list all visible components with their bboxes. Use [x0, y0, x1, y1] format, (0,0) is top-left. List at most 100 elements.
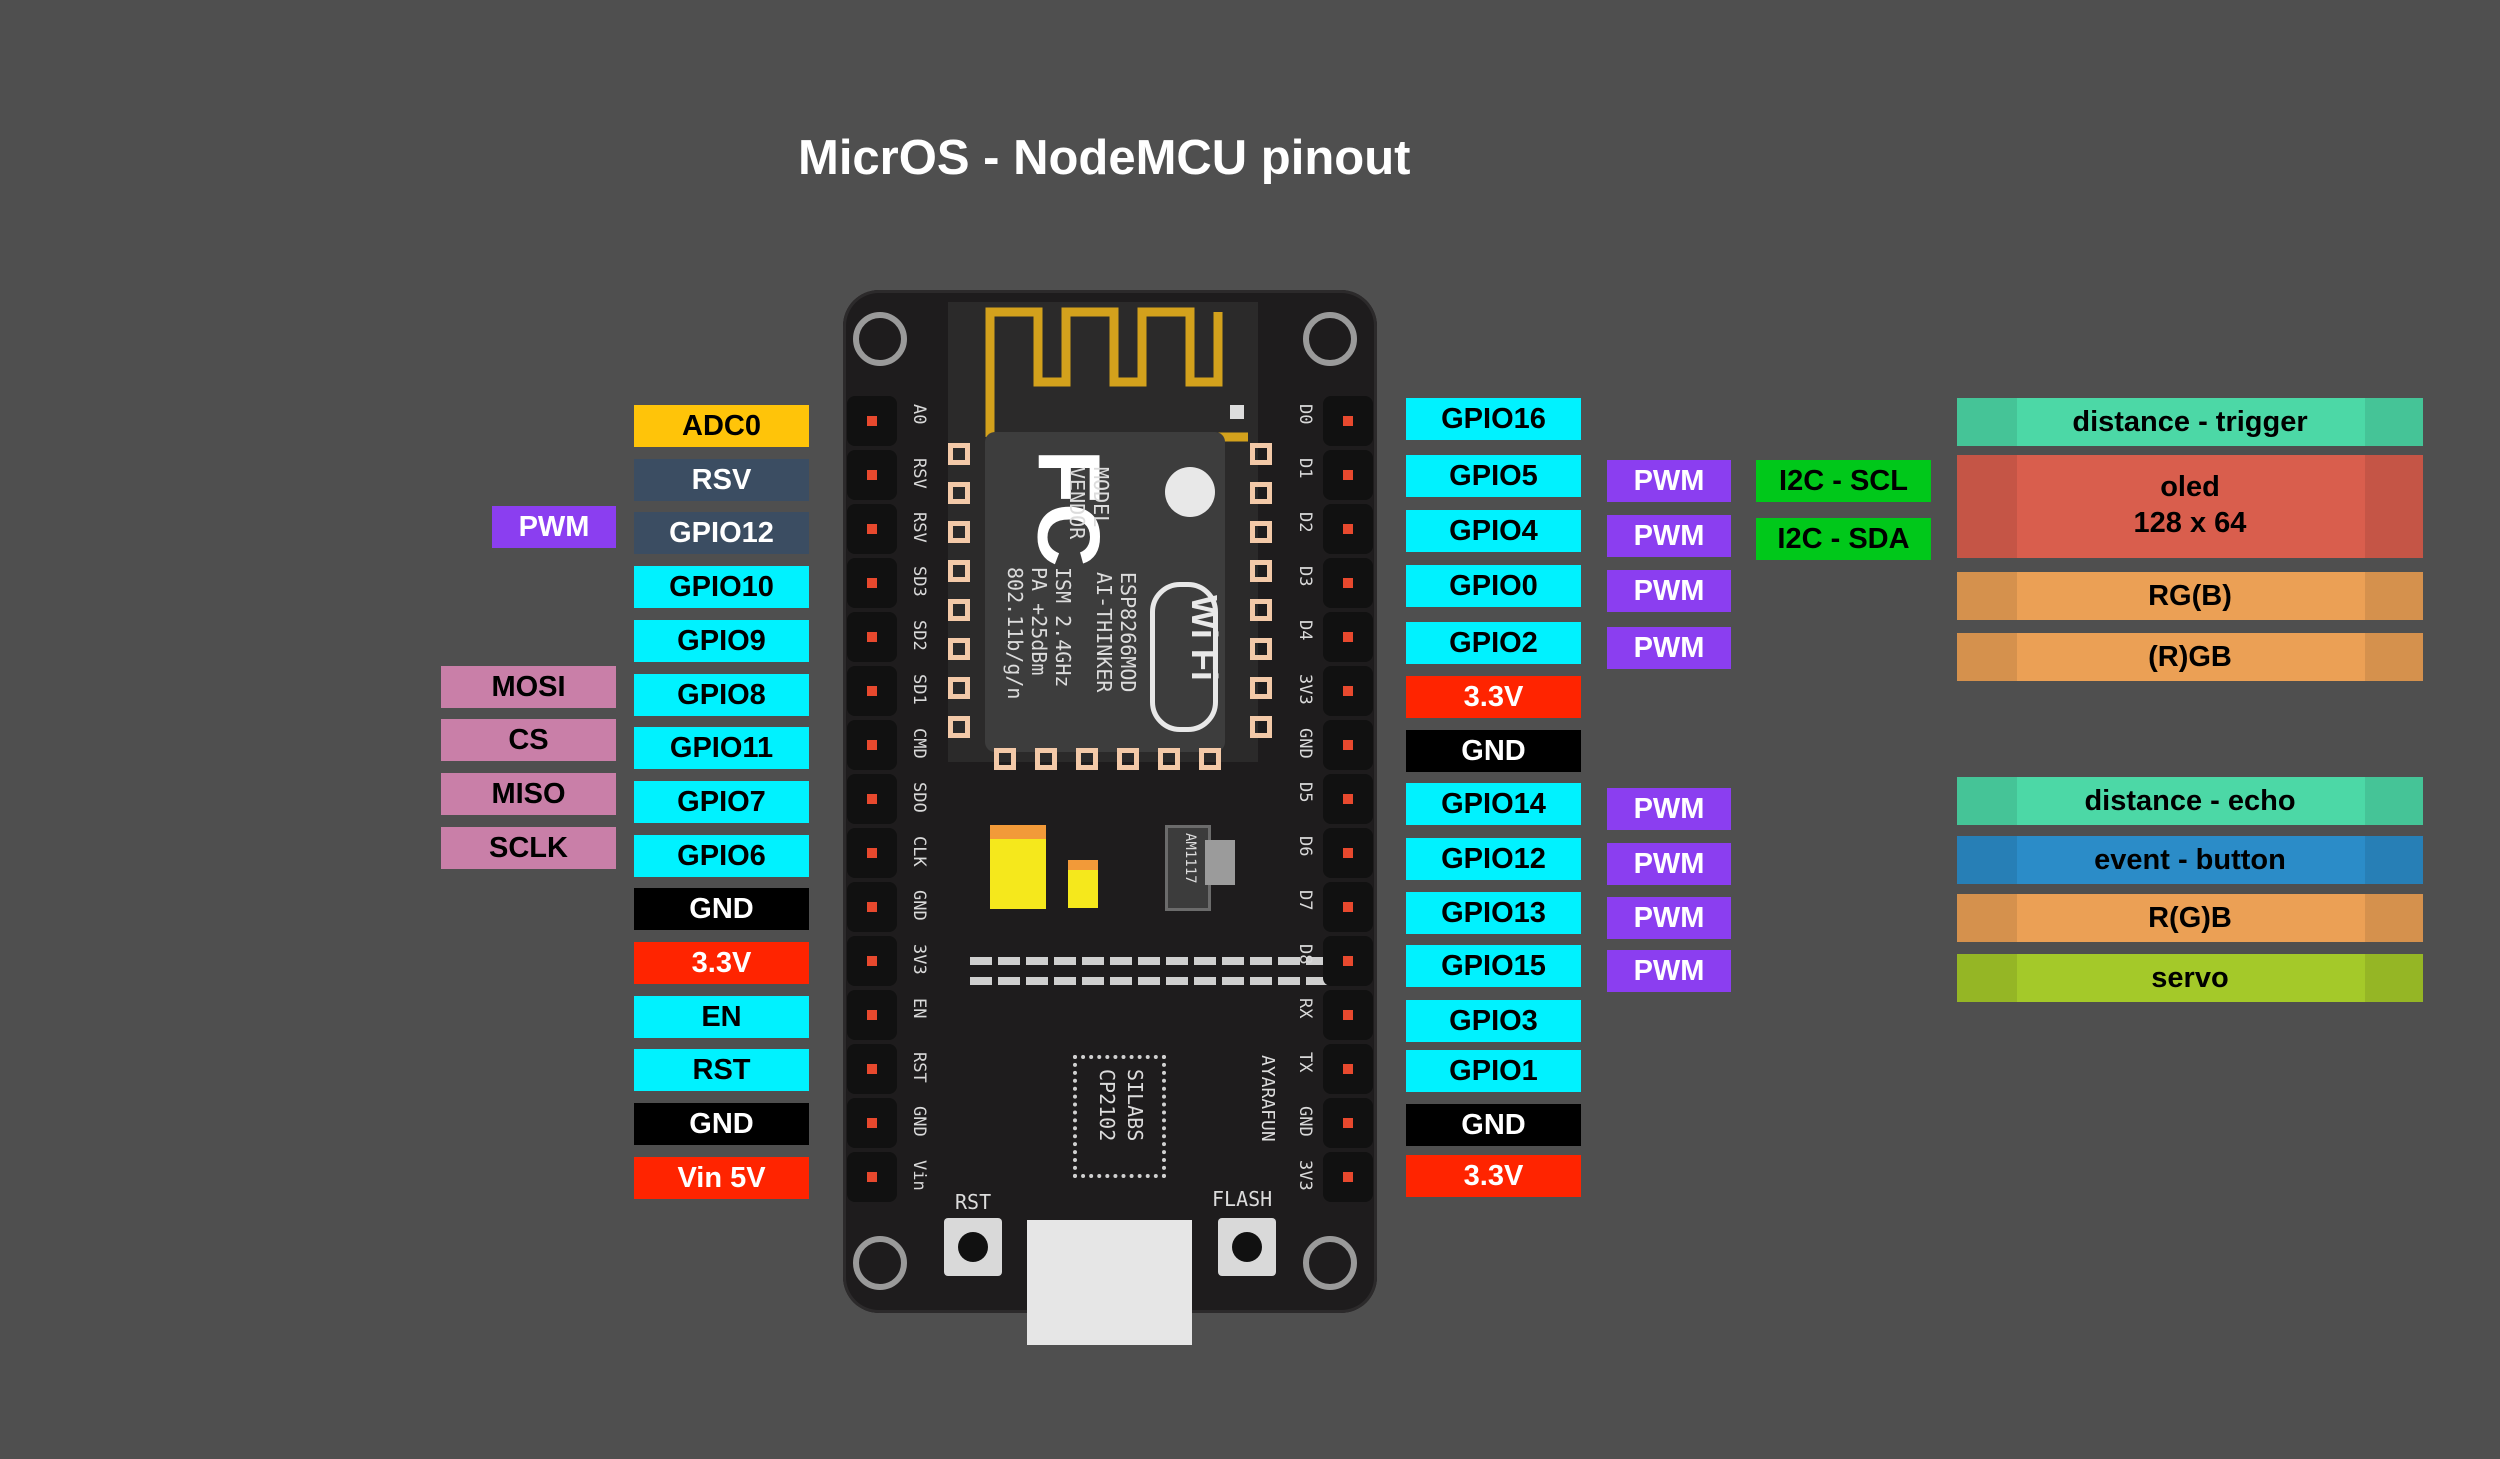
header-pin — [847, 1098, 897, 1148]
board-pin-silk: RX — [1295, 998, 1315, 1019]
header-pad — [1343, 1172, 1353, 1182]
smd-component — [1250, 977, 1272, 985]
header-pad — [867, 1010, 877, 1020]
blue-led-block: RG(B) — [1957, 572, 2423, 620]
smd-component — [1306, 977, 1328, 985]
function-block-edge — [2365, 633, 2423, 681]
header-pad — [867, 1172, 877, 1182]
header-pad — [867, 1118, 877, 1128]
function-block-edge — [2365, 836, 2423, 884]
board-pin-silk: D2 — [1295, 512, 1315, 533]
module-pad — [1250, 716, 1272, 738]
module-ism-text: ISM 2.4GHz — [1051, 567, 1075, 688]
regulator-tab — [1205, 840, 1235, 885]
header-pin — [1323, 396, 1373, 446]
module-pad — [948, 443, 970, 465]
header-pin — [1323, 450, 1373, 500]
header-pad — [1343, 686, 1353, 696]
servo-block: servo — [1957, 954, 2423, 1002]
left-pin-label: RST — [634, 1049, 809, 1092]
pwm-badge: PWM — [1607, 788, 1731, 830]
header-pad — [1343, 524, 1353, 534]
function-block-edge — [1957, 777, 2017, 825]
board-pin-silk: RSV — [909, 512, 929, 543]
header-pin — [847, 450, 897, 500]
right-pin-label: 3.3V — [1406, 676, 1581, 718]
pwm-badge: PWM — [1607, 460, 1731, 502]
smd-component — [1138, 977, 1160, 985]
mount-hole — [853, 312, 907, 366]
right-pin-label: 3.3V — [1406, 1155, 1581, 1197]
module-pad — [948, 482, 970, 504]
header-pad — [867, 470, 877, 480]
smd-component — [1082, 977, 1104, 985]
board-pin-silk: SD1 — [909, 674, 929, 705]
right-pin-label: GPIO12 — [1406, 838, 1581, 880]
right-pin-label: GPIO2 — [1406, 622, 1581, 664]
smd-component — [998, 977, 1020, 985]
function-text: event - button — [2094, 844, 2286, 876]
header-pin — [1323, 666, 1373, 716]
header-pad — [867, 686, 877, 696]
left-pin-label: GND — [634, 888, 809, 931]
board-pin-silk: RST — [909, 1052, 929, 1083]
smd-component — [1166, 957, 1188, 965]
smd-component — [1110, 977, 1132, 985]
module-pad — [948, 521, 970, 543]
header-pin — [847, 504, 897, 554]
header-pin — [1323, 612, 1373, 662]
module-pad — [948, 716, 970, 738]
header-pad — [1343, 848, 1353, 858]
header-pin — [847, 882, 897, 932]
flash-button[interactable] — [1218, 1218, 1276, 1276]
spi-badge: CS — [441, 719, 616, 762]
board-pin-silk: GND — [909, 890, 929, 921]
spi-badge: MISO — [441, 772, 616, 815]
pwm-badge: PWM — [1607, 950, 1731, 992]
header-pad — [1343, 794, 1353, 804]
smd-component — [1306, 957, 1328, 965]
pwm-badge: PWM — [1607, 843, 1731, 885]
flash-button-label: FLASH — [1212, 1187, 1273, 1211]
header-pin — [847, 774, 897, 824]
header-pin — [1323, 936, 1373, 986]
board-pin-silk: 3V3 — [909, 944, 929, 975]
spi-badge: MOSI — [441, 665, 616, 708]
function-text: RG(B) — [2148, 580, 2232, 612]
header-pad — [1343, 1010, 1353, 1020]
red-led-block: (R)GB — [1957, 633, 2423, 681]
board-pin-silk: SDO — [909, 782, 929, 813]
module-pad — [1250, 599, 1272, 621]
module-pad — [1250, 638, 1272, 660]
header-pad — [867, 848, 877, 858]
board-pin-silk: Vin — [909, 1160, 929, 1191]
module-pad — [1250, 560, 1272, 582]
smd-component — [1166, 977, 1188, 985]
left-pin-label: GPIO12 — [634, 512, 809, 555]
left-pin-label: GND — [634, 1103, 809, 1146]
page-title: MicrOS - NodeMCU pinout — [798, 131, 1411, 185]
right-pin-label: GPIO0 — [1406, 565, 1581, 607]
usb-connector — [1027, 1220, 1192, 1345]
smd-component — [970, 977, 992, 985]
right-pin-label: GND — [1406, 730, 1581, 772]
function-text: (R)GB — [2148, 641, 2232, 673]
module-pad — [1199, 748, 1221, 770]
smd-component — [1026, 977, 1048, 985]
function-text: distance - trigger — [2072, 406, 2308, 438]
board-pin-silk: SD3 — [909, 566, 929, 597]
right-pin-label: GPIO4 — [1406, 510, 1581, 552]
left-pin-label: EN — [634, 995, 809, 1038]
board-pin-silk: D8 — [1295, 944, 1315, 965]
module-pad — [1076, 748, 1098, 770]
right-pin-label: GPIO14 — [1406, 783, 1581, 825]
module-pa-text: PA +25dBm — [1027, 567, 1051, 676]
left-pin-label: Vin 5V — [634, 1156, 809, 1199]
smd-component — [1278, 977, 1300, 985]
left-pin-label: GPIO11 — [634, 727, 809, 770]
header-pin — [847, 1152, 897, 1202]
rst-button[interactable] — [944, 1218, 1002, 1276]
board-pin-silk: D5 — [1295, 782, 1315, 803]
smd-component — [1138, 957, 1160, 965]
header-pin — [1323, 1044, 1373, 1094]
